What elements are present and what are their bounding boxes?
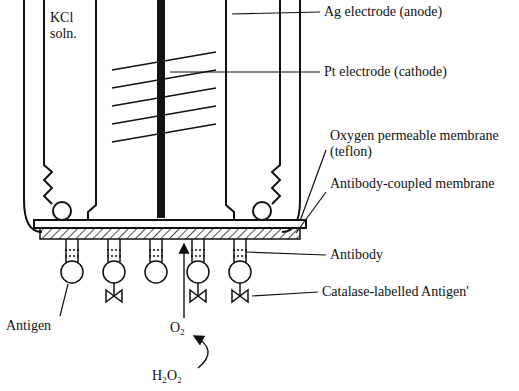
part-label: Antibody: [330, 247, 383, 263]
part-label: Catalase-labelled Antigen': [322, 284, 472, 300]
part-label: Antibody-coupled membrane: [330, 176, 500, 192]
part-label: Oxygen permeable membrane (teflon): [330, 128, 500, 160]
part-label: Antigen: [6, 318, 51, 334]
part-label: Ag electrode (anode): [324, 4, 442, 20]
part-label: KCl soln.: [50, 10, 90, 42]
chemical-label: H₂O₂: [152, 368, 182, 384]
chemical-label: O₂: [170, 320, 185, 336]
part-label: Pt electrode (cathode): [324, 64, 447, 80]
